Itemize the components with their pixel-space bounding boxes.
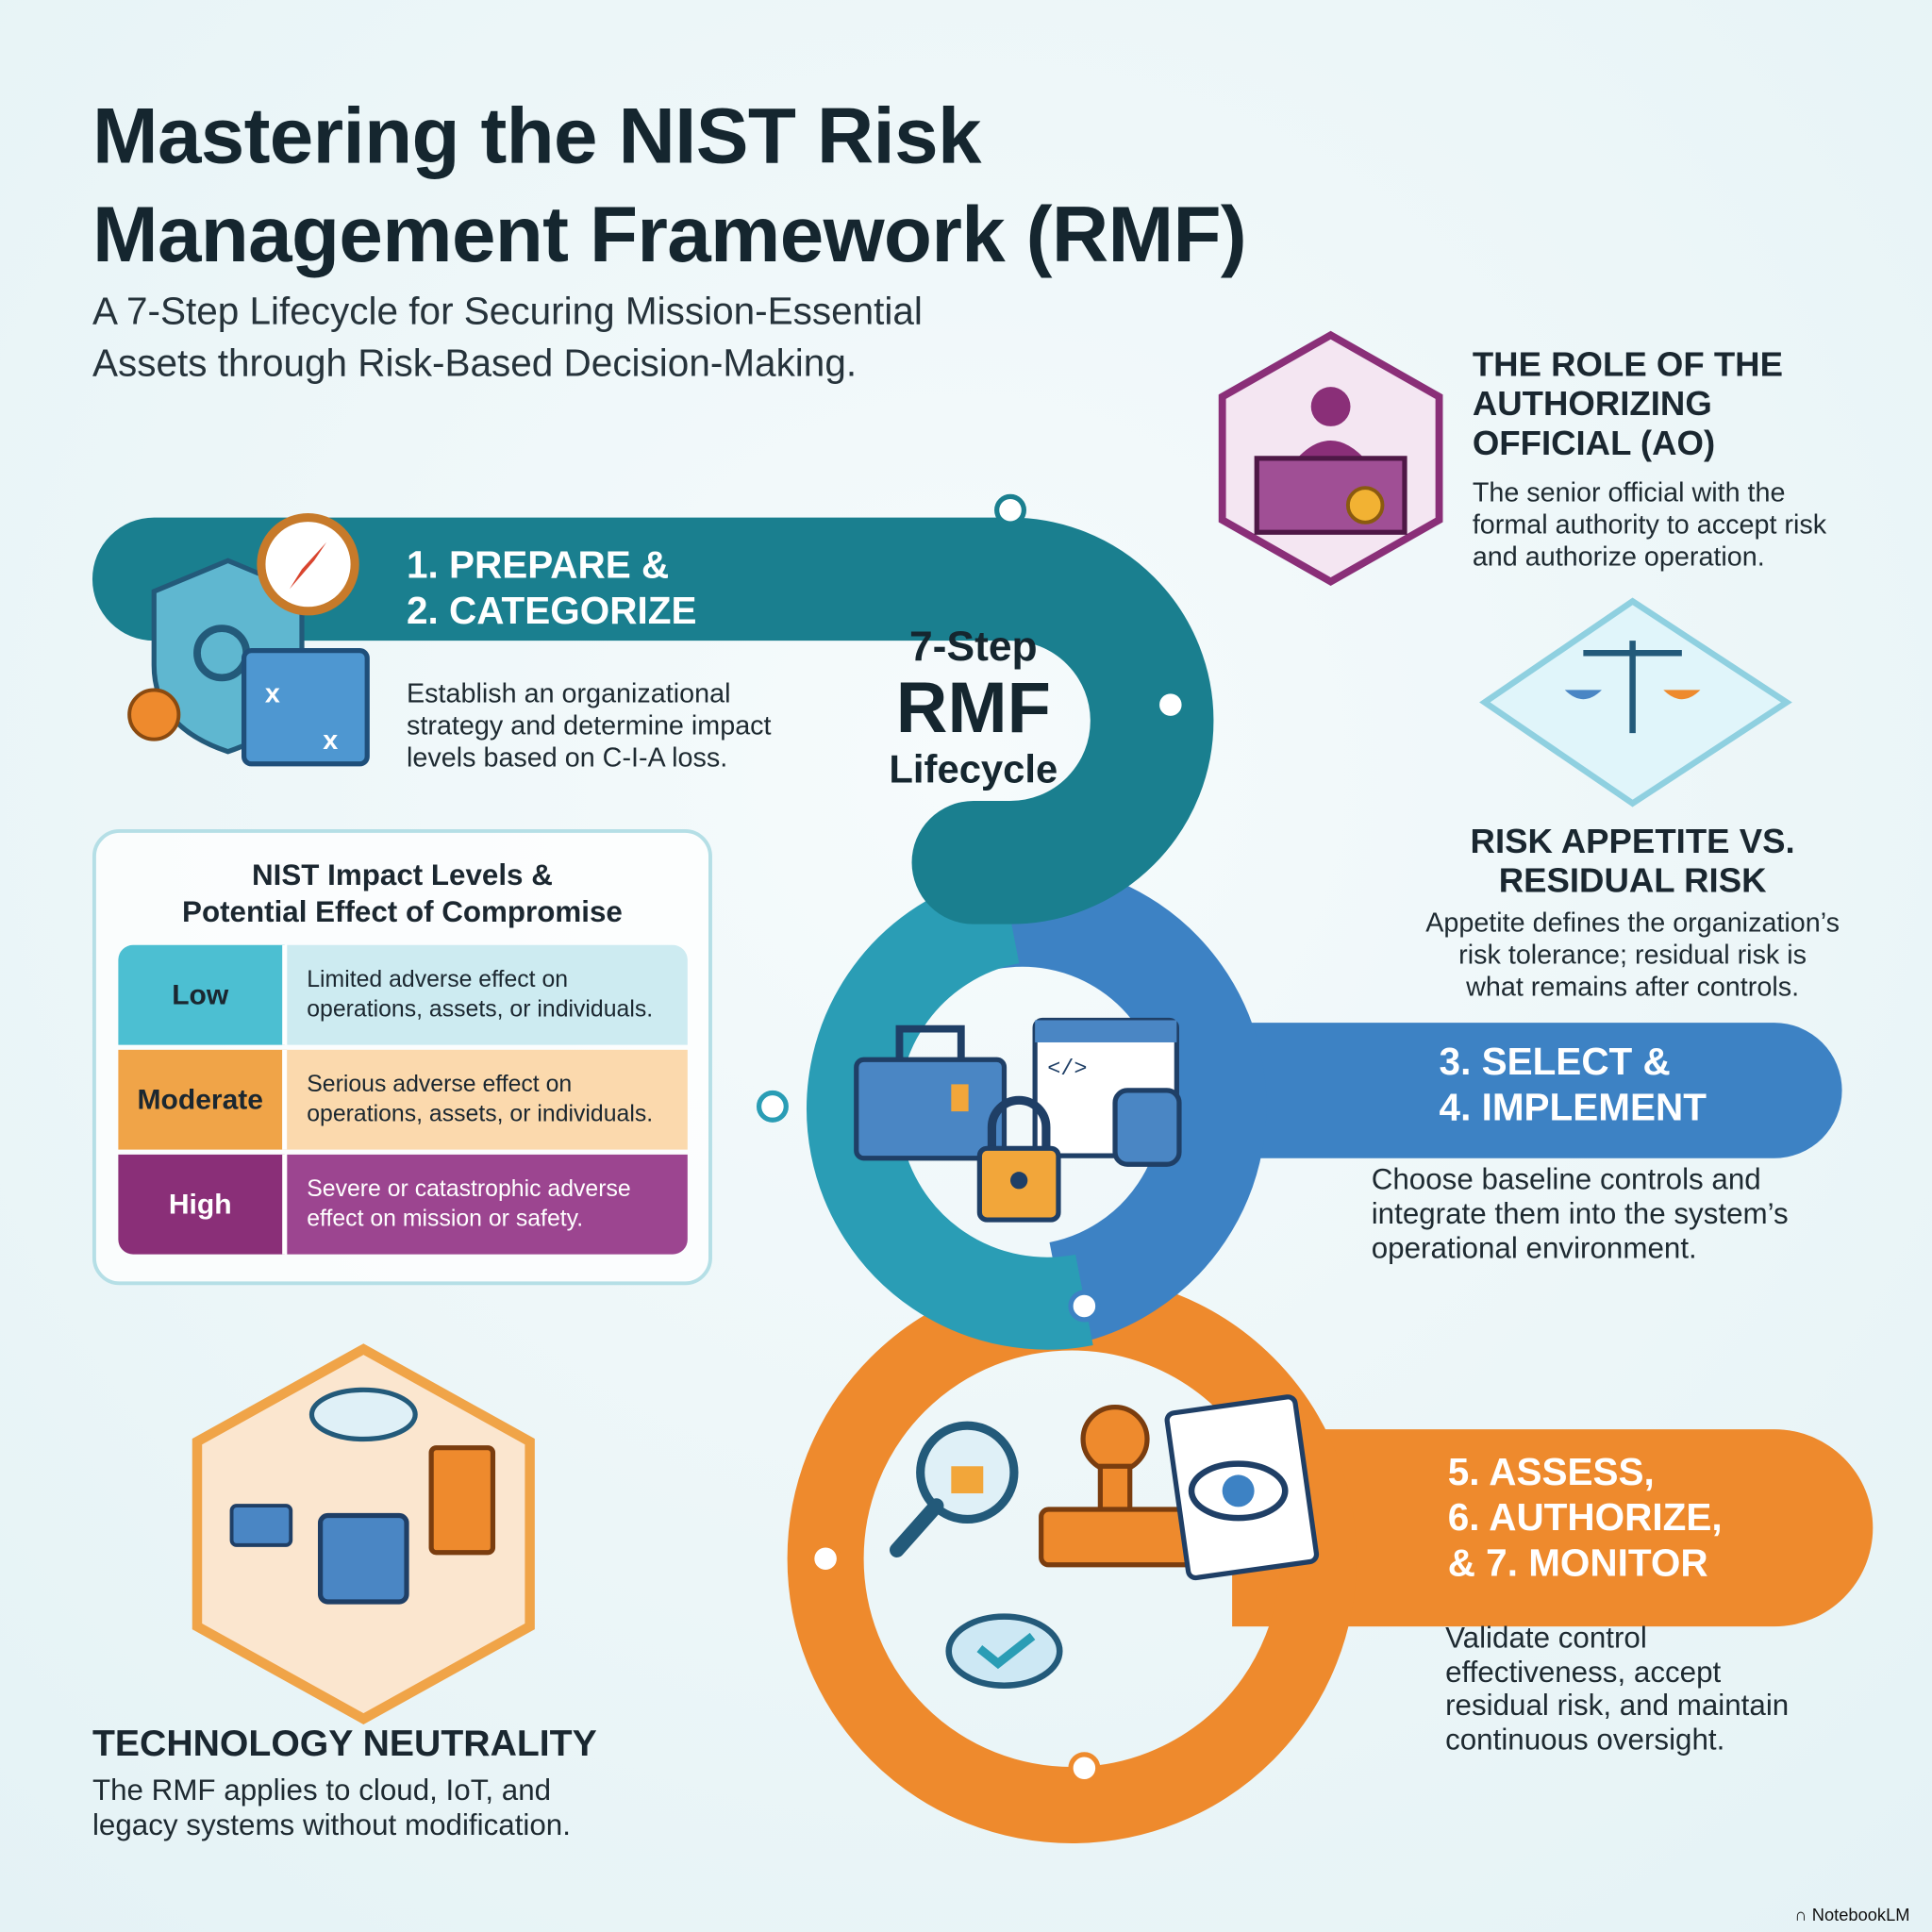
desc-line: The RMF applies to cloud, IoT, and	[92, 1774, 552, 1808]
path-node	[994, 493, 1026, 526]
desc-line: levels based on C-I-A loss.	[407, 741, 728, 773]
step-3-4-description: Choose baseline controls and integrate t…	[1372, 1163, 1789, 1267]
blue-arc	[975, 861, 1267, 1345]
approval-stamp-icon	[1039, 1404, 1198, 1568]
step-title-line: 3. SELECT &	[1439, 1040, 1671, 1084]
authorizing-official-icon	[1218, 330, 1443, 586]
desc-line: Validate control	[1445, 1621, 1647, 1656]
level-effect: Serious adverse effect on operations, as…	[287, 1049, 688, 1150]
heading-line: RESIDUAL RISK	[1498, 860, 1767, 900]
risk-heading: RISK APPETITE VS. RESIDUAL RISK	[1386, 822, 1878, 901]
level-label: Moderate	[118, 1049, 288, 1150]
desc-line: residual risk, and maintain	[1445, 1689, 1790, 1723]
tech-heading: TECHNOLOGY NEUTRALITY	[92, 1724, 597, 1765]
heading-line: THE ROLE OF THE	[1472, 344, 1783, 384]
step-title-line: 6. AUTHORIZE,	[1447, 1495, 1723, 1540]
step-title-line: & 7. MONITOR	[1447, 1541, 1708, 1585]
path-node	[1154, 689, 1187, 722]
desc-line: Appetite defines the organization’s	[1425, 907, 1840, 938]
page-title: Mastering the NIST Risk Management Frame…	[92, 86, 1247, 283]
desc-line: Establish an organizational	[407, 677, 731, 709]
technology-systems-icon	[192, 1343, 535, 1725]
step-1-2-description: Establish an organizational strategy and…	[407, 677, 772, 774]
desc-line: integrate them into the system’s	[1371, 1197, 1789, 1231]
step-1-2-title: 1. PREPARE & 2. CATEGORIZE	[407, 542, 696, 634]
notebooklm-logo-icon: ∩	[1794, 1905, 1807, 1925]
step-title-line: 1. PREPARE &	[407, 542, 670, 587]
tech-description: The RMF applies to cloud, IoT, and legac…	[92, 1774, 571, 1843]
step-title-line: 4. IMPLEMENT	[1439, 1085, 1707, 1129]
svg-text:x: x	[323, 725, 338, 756]
desc-line: Choose baseline controls and	[1371, 1162, 1761, 1197]
table-row-moderate: Moderate Serious adverse effect on opera…	[118, 1049, 688, 1150]
level-label: High	[118, 1154, 288, 1255]
level-effect: Severe or catastrophic adverse effect on…	[287, 1154, 688, 1255]
heading-line: AUTHORIZING	[1472, 384, 1712, 423]
subtitle-line: Assets through Risk-Based Decision-Makin…	[92, 341, 858, 385]
desc-line: strategy and determine impact	[407, 709, 772, 741]
strategy-map-icon: x x	[241, 648, 370, 767]
heading-line: RISK APPETITE VS.	[1470, 822, 1795, 860]
step-5-7-title: 5. ASSESS, 6. AUTHORIZE, & 7. MONITOR	[1448, 1449, 1723, 1586]
orange-pill	[1232, 1429, 1874, 1627]
impact-levels-table: NIST Impact Levels & Potential Effect of…	[92, 829, 712, 1286]
blue-pill	[1182, 1023, 1842, 1158]
desc-line: formal authority to accept risk	[1472, 508, 1827, 541]
brand-name: NotebookLM	[1811, 1905, 1910, 1925]
step-5-7-description: Validate control effectiveness, accept r…	[1445, 1622, 1789, 1757]
desc-line: continuous oversight.	[1445, 1723, 1725, 1757]
desc-line: operational environment.	[1371, 1232, 1697, 1266]
center-line: 7-Step	[908, 623, 1038, 671]
path-node	[1068, 1752, 1101, 1785]
center-line: RMF	[895, 667, 1051, 748]
desc-line: legacy systems without modification.	[92, 1808, 571, 1842]
center-line: Lifecycle	[889, 746, 1058, 791]
magnifier-lock-icon	[890, 1421, 1019, 1557]
eye-window-icon	[1164, 1394, 1320, 1581]
heading-line: OFFICIAL (AO)	[1472, 424, 1716, 462]
step-title-line: 2. CATEGORIZE	[407, 589, 697, 633]
path-node	[809, 1542, 842, 1575]
title-line: Mastering the NIST Risk	[92, 91, 981, 180]
desc-line: risk tolerance; residual risk is	[1458, 939, 1807, 970]
table-row-high: High Severe or catastrophic adverse effe…	[118, 1154, 688, 1255]
title-line: NIST Impact Levels &	[252, 858, 553, 892]
path-node	[1068, 1290, 1101, 1323]
level-effect: Limited adverse effect on operations, as…	[287, 944, 688, 1045]
padlock-icon	[976, 1095, 1061, 1223]
teal-band	[92, 517, 1214, 924]
subtitle-line: A 7-Step Lifecycle for Securing Mission-…	[92, 289, 923, 333]
table-title: NIST Impact Levels & Potential Effect of…	[96, 858, 708, 931]
svg-text:</>: </>	[1047, 1057, 1087, 1082]
balance-scale-icon	[1479, 597, 1792, 808]
compass-icon	[257, 512, 359, 616]
svg-text:x: x	[265, 678, 280, 708]
path-node	[756, 1090, 789, 1123]
ao-heading: THE ROLE OF THE AUTHORIZING OFFICIAL (AO…	[1473, 345, 1783, 463]
brand-watermark: ∩ NotebookLM	[1794, 1905, 1909, 1924]
checkmark-badge-icon	[945, 1613, 1063, 1690]
desc-line: The senior official with the	[1472, 476, 1786, 508]
step-3-4-title: 3. SELECT & 4. IMPLEMENT	[1440, 1039, 1707, 1130]
lifecycle-center-label: 7-Step RMF Lifecycle	[850, 623, 1096, 792]
desc-line: effectiveness, accept	[1445, 1655, 1722, 1690]
title-line: Management Framework (RMF)	[92, 190, 1247, 279]
step-title-line: 5. ASSESS,	[1447, 1450, 1655, 1494]
level-label: Low	[118, 944, 288, 1045]
database-icon	[1112, 1088, 1182, 1167]
desc-line: what remains after controls.	[1466, 971, 1800, 1002]
page-subtitle: A 7-Step Lifecycle for Securing Mission-…	[92, 286, 923, 390]
title-line: Potential Effect of Compromise	[182, 895, 623, 929]
ao-description: The senior official with the formal auth…	[1473, 476, 1826, 573]
desc-line: and authorize operation.	[1472, 541, 1765, 573]
table-row-low: Low Limited adverse effect on operations…	[118, 944, 688, 1045]
risk-description: Appetite defines the organization’s risk…	[1386, 907, 1878, 1003]
